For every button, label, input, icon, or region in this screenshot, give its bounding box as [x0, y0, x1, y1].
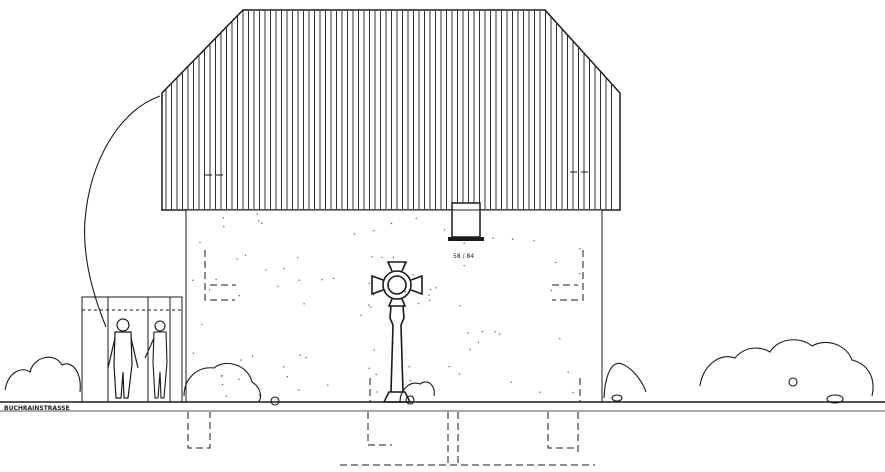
shrub-right-2	[699, 339, 874, 397]
human-figure-icon	[107, 318, 139, 399]
connector-arc	[84, 95, 161, 328]
street-label: BUCHRAINSTRASSE	[4, 405, 70, 412]
shrubs	[4, 339, 874, 406]
roof-window	[448, 202, 484, 241]
ground-line	[0, 401, 885, 412]
wayside-cross-icon	[371, 261, 423, 403]
window-dimension-label: 58 / 84	[453, 253, 474, 260]
foundation-lines	[187, 412, 595, 466]
hidden-lines	[204, 171, 592, 402]
wall-stipple	[192, 213, 581, 397]
shrub-under-cross	[399, 381, 435, 403]
shrub-left	[4, 356, 81, 393]
roof-hatching	[165, 11, 612, 209]
shrub-porch	[183, 363, 262, 403]
shrub-right-1	[603, 362, 647, 399]
roof-outline	[161, 9, 621, 211]
roof	[161, 9, 621, 211]
human-figure-icon-child	[144, 320, 168, 399]
